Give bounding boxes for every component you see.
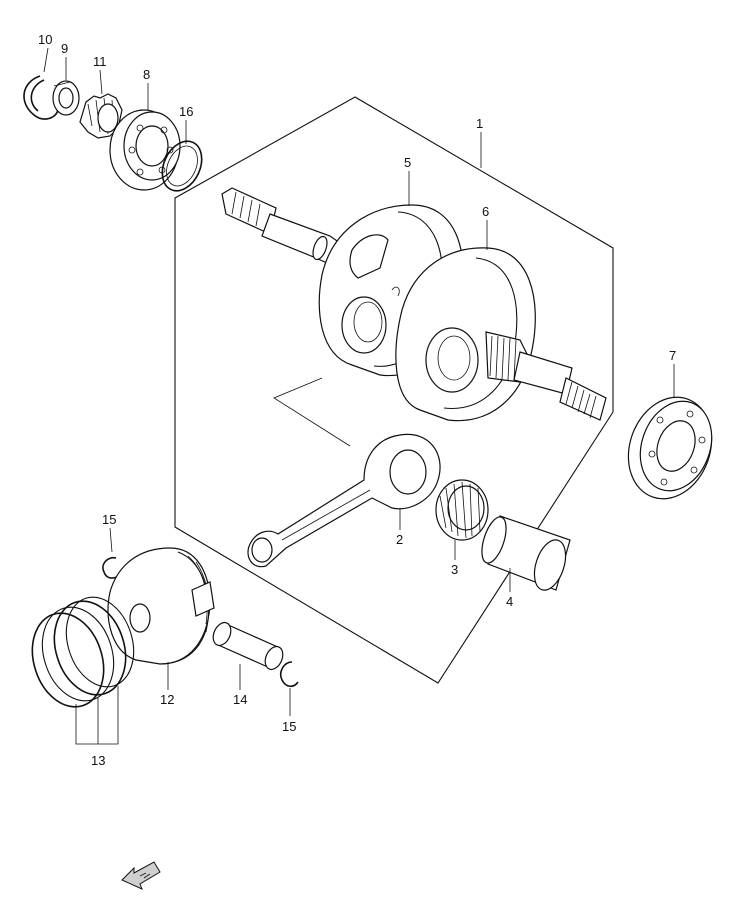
part-shim-16: [161, 140, 203, 192]
part-gear-11: [79, 93, 123, 139]
label-part-15-upper: 15: [102, 512, 116, 527]
label-part-6: 6: [482, 204, 489, 219]
label-part-3: 3: [451, 562, 458, 577]
part-circlip-10: [23, 75, 59, 120]
label-part-1: 1: [476, 116, 483, 131]
part-needle-bearing-3: [435, 479, 489, 541]
assembly-outline: [174, 96, 614, 684]
label-part-8: 8: [143, 67, 150, 82]
part-crank-right-shaft: [485, 331, 607, 421]
part-rings-13: [31, 596, 135, 708]
label-part-13: 13: [91, 753, 105, 768]
label-part-15-lower: 15: [282, 719, 296, 734]
part-crank-left-shaft: [221, 187, 351, 269]
part-bearing-8: [109, 109, 181, 191]
label-part-12: 12: [160, 692, 174, 707]
label-part-11: 11: [93, 54, 107, 69]
crank-pin-leader: [273, 377, 351, 447]
label-part-16: 16: [179, 104, 193, 119]
label-part-2: 2: [396, 532, 403, 547]
part-bearing-9: [52, 80, 80, 116]
label-part-14: 14: [233, 692, 247, 707]
part-conrod-2: [247, 433, 441, 568]
part-bearing-7: [627, 396, 713, 500]
part-clip-15-lower: [279, 661, 299, 688]
part-piston-pin-14: [212, 621, 284, 671]
part-clip-15-upper: [102, 556, 119, 579]
label-part-7: 7: [669, 348, 676, 363]
label-part-5: 5: [404, 155, 411, 170]
label-part-4: 4: [506, 594, 513, 609]
part-piston-12: [107, 547, 215, 665]
label-part-10: 10: [38, 32, 52, 47]
forward-arrow-icon: [121, 861, 161, 890]
part-crankpin-4: [481, 515, 571, 591]
callout-leaders: [43, 47, 675, 745]
label-part-9: 9: [61, 41, 68, 56]
